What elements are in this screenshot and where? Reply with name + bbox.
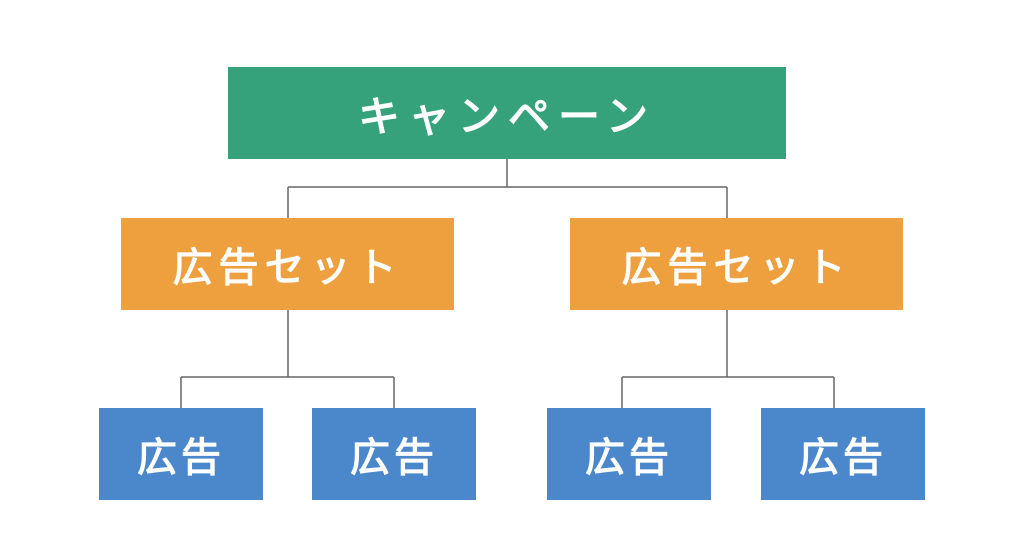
ad-node-2: 広告: [312, 408, 476, 500]
ad-label-1: 広告: [137, 435, 225, 481]
ad-node-3: 広告: [547, 408, 711, 500]
ad-node-4: 広告: [761, 408, 925, 500]
ad-label-3: 広告: [585, 435, 673, 481]
ad-label-4: 広告: [799, 435, 887, 481]
adset-label-right: 広告セット: [621, 245, 852, 291]
campaign-node: キャンペーン: [228, 67, 786, 159]
campaign-label: キャンペーン: [358, 91, 656, 141]
ad-node-1: 広告: [99, 408, 263, 500]
adset-node-left: 広告セット: [121, 218, 454, 310]
adset-node-right: 広告セット: [570, 218, 903, 310]
adset-label-left: 広告セット: [172, 245, 403, 291]
ad-label-2: 広告: [350, 435, 438, 481]
